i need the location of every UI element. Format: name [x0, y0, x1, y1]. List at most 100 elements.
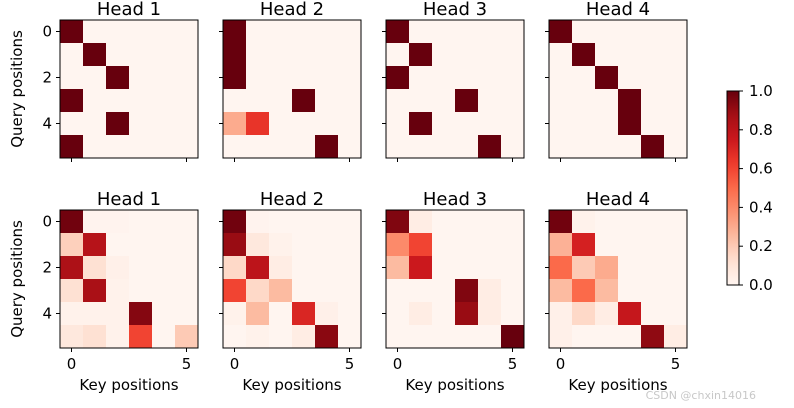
heatmap-cell — [595, 112, 619, 136]
heatmap-cell — [246, 325, 270, 349]
heatmap-cell — [572, 43, 596, 67]
heatmap-cell — [618, 256, 642, 280]
heatmap-cell — [641, 302, 665, 326]
heatmap-cell — [501, 302, 525, 326]
heatmap-cell — [315, 66, 339, 90]
heatmap-cell — [246, 210, 270, 234]
heatmap-cell — [618, 89, 642, 113]
heatmap-cell — [269, 325, 293, 349]
heatmap-cell — [386, 210, 410, 234]
heatmap-cell — [501, 233, 525, 257]
heatmap-cell — [292, 43, 316, 67]
heatmap-cell — [549, 279, 573, 303]
heatmap-cell — [432, 89, 456, 113]
heatmap-cell — [386, 135, 410, 159]
heatmap-cell — [246, 112, 270, 136]
x-tick-label: 0 — [67, 355, 77, 373]
heatmap-cell — [549, 66, 573, 90]
heatmap-cell — [478, 302, 502, 326]
panel-frame — [59, 209, 199, 349]
heatmap-cell — [223, 256, 247, 280]
heatmap-cell — [292, 20, 316, 44]
heatmap-cell — [386, 302, 410, 326]
heatmap-cell — [409, 135, 433, 159]
heatmap-cell — [386, 20, 410, 44]
heatmap-cell — [315, 256, 339, 280]
heatmap-cell — [338, 279, 362, 303]
heatmap-cell — [501, 20, 525, 44]
heatmap-cell — [292, 210, 316, 234]
heatmap-cell — [152, 256, 176, 280]
x-axis-label: Key positions — [242, 376, 341, 394]
heatmap-cell — [432, 66, 456, 90]
heatmap-cell — [292, 233, 316, 257]
heatmap-cell — [292, 256, 316, 280]
heatmap-cell — [572, 325, 596, 349]
heatmap-cell — [129, 256, 153, 280]
heatmap-cell — [409, 43, 433, 67]
heatmap-cell — [618, 112, 642, 136]
heatmap-cell — [618, 279, 642, 303]
heatmap-cell — [501, 135, 525, 159]
heatmap-cell — [664, 233, 688, 257]
heatmap-cell — [175, 89, 199, 113]
heatmap-cell — [386, 66, 410, 90]
heatmap-cell — [549, 233, 573, 257]
colorbar: 0.00.20.40.60.81.0 — [726, 82, 773, 294]
heatmap-cell — [572, 279, 596, 303]
heatmap-cell — [664, 279, 688, 303]
heatmap-cell — [501, 210, 525, 234]
heatmap-cell — [409, 256, 433, 280]
heatmap-cell — [292, 302, 316, 326]
heatmap-cell — [338, 302, 362, 326]
heatmap-cell — [409, 233, 433, 257]
heatmap-cell — [595, 135, 619, 159]
heatmap-cell — [409, 302, 433, 326]
heatmap-cell — [152, 112, 176, 136]
heatmap-cell — [409, 20, 433, 44]
heatmap-cell — [106, 20, 130, 44]
heatmap-cell — [315, 20, 339, 44]
heatmap-cell — [175, 135, 199, 159]
heatmap-cell — [572, 233, 596, 257]
heatmap-cell — [246, 302, 270, 326]
heatmap-cell — [106, 135, 130, 159]
heatmap-cell — [595, 20, 619, 44]
heatmap-cell — [501, 89, 525, 113]
heatmap-cell — [409, 112, 433, 136]
heatmap-cell — [618, 20, 642, 44]
panel-title: Head 3 — [423, 0, 487, 20]
heatmap-cell — [315, 135, 339, 159]
y-axis-label: Query positions — [8, 30, 26, 148]
heatmap-cell — [152, 210, 176, 234]
heatmap-cell — [269, 256, 293, 280]
heatmap-cell — [455, 233, 479, 257]
heatmap-cell — [618, 66, 642, 90]
heatmap-cell — [386, 256, 410, 280]
heatmap-cell — [664, 135, 688, 159]
watermark-text: CSDN @chxin14016 — [645, 389, 756, 402]
heatmap-cell — [152, 20, 176, 44]
x-tick-label: 5 — [671, 355, 681, 373]
heatmap-cell — [664, 89, 688, 113]
heatmap-cell — [152, 43, 176, 67]
colorbar-tick-label: 0.6 — [749, 160, 773, 178]
heatmap-cell — [572, 302, 596, 326]
heatmap-cell — [129, 20, 153, 44]
heatmap-cell — [106, 302, 130, 326]
x-tick-label: 5 — [508, 355, 518, 373]
colorbar-gradient — [726, 90, 740, 286]
heatmap-cell — [409, 66, 433, 90]
y-tick-label: 0 — [42, 213, 52, 231]
heatmap-cell — [269, 66, 293, 90]
heatmap-cell — [83, 256, 107, 280]
heatmap-cell — [595, 89, 619, 113]
heatmap-cell — [60, 302, 84, 326]
heatmap-cell — [106, 66, 130, 90]
panel-title: Head 2 — [260, 189, 324, 210]
panel-frame — [548, 209, 688, 349]
